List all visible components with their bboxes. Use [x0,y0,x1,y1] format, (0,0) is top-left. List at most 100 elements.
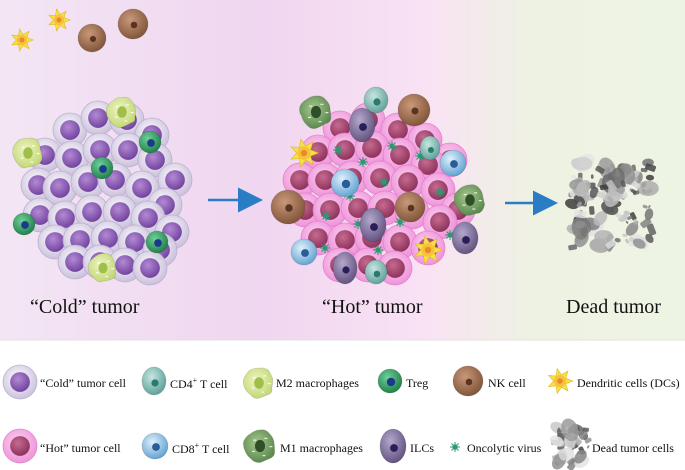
legend-cd8-icon [142,433,168,459]
legend-m2-icon-granule [253,377,256,378]
cell-nucleus [62,148,82,168]
legend-m2-icon-nucleus [254,377,264,389]
dead-tumor-label: Dead tumor [566,296,661,319]
legend-nk-icon [453,366,483,396]
m2-macrophage-nucleus [99,263,108,274]
dc-nucleus [20,38,25,43]
legend-cd4-icon-nucleus [151,379,158,386]
m2-macrophage-granule [107,261,110,262]
m2-macrophage-nucleus [23,147,33,159]
ilc-cell-nucleus [342,266,349,273]
dc-nucleus [301,150,307,156]
m2-macrophage-granule [124,120,127,121]
legend-ilcs: ILCs [410,441,434,456]
ilc-cell [333,252,357,284]
oncolytic-virus [387,141,397,151]
virus-core [452,444,457,449]
m2-macrophage-granule [37,153,40,154]
m1-macrophage-granule [474,192,477,193]
cell-nucleus [165,170,185,190]
cell-nucleus [10,372,30,392]
nk-cell [118,9,148,39]
cell-nucleus [115,255,135,275]
legend-cd4-t-cell: CD4+ T cell [170,376,227,392]
m1-macrophage-granule [479,200,482,201]
ilc-cell [360,208,386,242]
dead-fragment [591,174,594,178]
cell-nucleus [10,436,30,456]
cd4-prefix: CD4 [170,377,193,391]
nk-cell [271,190,305,224]
virus-core [389,143,394,148]
cd8-t-cell-nucleus [450,160,458,168]
cell-nucleus [140,258,160,278]
legend-treg-icon [378,369,402,393]
cd8-t-cell-nucleus [301,249,309,257]
m2-macrophage-granule [116,106,119,107]
m2-macrophage-granule [114,117,117,118]
cd8-suffix: T cell [199,442,229,456]
virus-core [323,213,328,218]
virus-core [397,219,402,224]
legend-ilc-icon [380,429,406,463]
nk-cell [398,94,430,126]
treg-cell-nucleus [154,239,162,247]
treg-cell [139,131,161,153]
virus-core [322,245,327,250]
virus-core [335,147,340,152]
nk-cell-nucleus [131,22,138,29]
cell-nucleus [290,170,310,190]
nk-cell [395,192,425,222]
ilc-cell-nucleus [359,123,367,131]
ilc-cell-nucleus [462,236,470,244]
oncolytic-virus [333,145,343,155]
m2-macrophage-granule [97,262,100,263]
cell-nucleus [45,232,65,252]
cd4-suffix: T cell [197,377,227,391]
m1-macrophage-granule [319,121,322,122]
dead-fragment [589,206,595,215]
cd8-t-cell [291,239,317,265]
legend-m1-icon-granule [269,446,272,447]
cell-nucleus [88,108,108,128]
dc-nucleus [557,378,563,384]
m1-macrophage-nucleus [311,106,321,118]
m2-macrophage-granule [20,158,23,159]
legend-nk-cell: NK cell [488,376,526,391]
cd4-t-cell-nucleus [374,271,381,278]
dc-nucleus [57,18,62,23]
legend-m2-icon-granule [251,388,254,389]
cell-nucleus [398,172,418,192]
legend-dendritic-cells: Dendritic cells (DCs) [577,376,680,391]
cell-nucleus [65,252,85,272]
legend-ilc-icon-nucleus [390,444,398,452]
m2-macrophage-nucleus [117,106,127,118]
cd8-prefix: CD8 [172,442,195,456]
legend-hot-tumor-cell: “Hot” tumor cell [40,441,121,456]
m2-macrophage-granule [32,145,35,146]
m1-macrophage-granule [462,205,465,206]
treg-cell-nucleus [21,221,29,229]
legend-m1-icon-granule [253,440,256,441]
oncolytic-virus [373,245,383,255]
m1-macrophage-granule [472,208,475,209]
cell-nucleus [60,120,80,140]
m2-macrophage-granule [131,112,134,113]
nk-cell-nucleus [90,36,96,42]
legend-treg: Treg [406,376,428,391]
cell-nucleus [390,232,410,252]
legend-m2-icon-granule [268,383,271,384]
cd8-t-cell [331,169,359,197]
treg-cell-nucleus [147,139,155,147]
hot-tumor-cell [3,429,37,463]
legend-m1-icon-granule [264,438,267,439]
m2-macrophage-granule [105,276,108,277]
legend-m1-icon-granule [263,455,266,456]
cd8-t-cell [440,150,466,176]
cell-nucleus [50,178,70,198]
legend-cd4-icon [142,367,166,395]
treg-cell [146,231,168,253]
cd4-t-cell [420,136,440,160]
legend-m2-icon-granule [261,391,264,392]
